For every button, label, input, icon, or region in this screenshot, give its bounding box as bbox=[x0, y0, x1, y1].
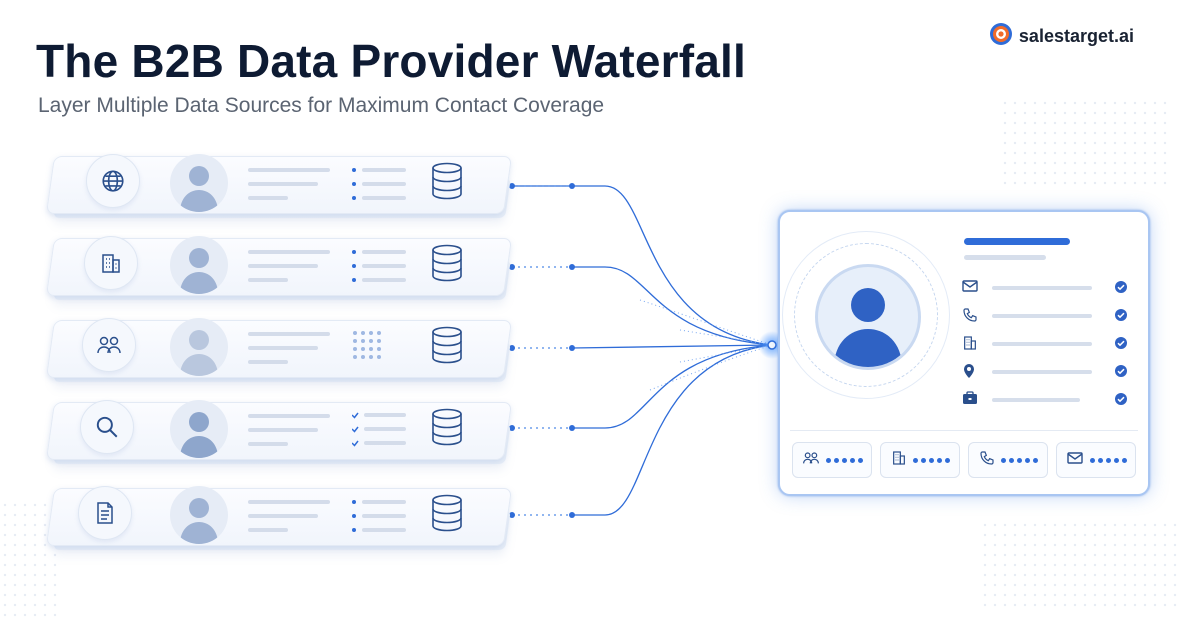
building-icon bbox=[962, 336, 978, 355]
target-logo-icon bbox=[989, 22, 1013, 51]
document-icon bbox=[78, 486, 132, 540]
field-location bbox=[962, 363, 1128, 381]
database-icon bbox=[430, 494, 464, 537]
database-icon bbox=[430, 162, 464, 205]
detail-dot-grid bbox=[352, 330, 392, 371]
data-source-layer-4[interactable] bbox=[45, 400, 513, 470]
divider bbox=[790, 430, 1138, 431]
verified-check-icon bbox=[1114, 392, 1128, 411]
masked-value bbox=[1089, 457, 1127, 463]
page-subtitle: Layer Multiple Data Sources for Maximum … bbox=[38, 94, 605, 117]
chip-phone[interactable] bbox=[968, 442, 1048, 478]
avatar-ring bbox=[794, 243, 938, 387]
data-source-layer-3[interactable] bbox=[45, 318, 513, 388]
contact-title-placeholder bbox=[964, 255, 1046, 260]
database-icon bbox=[430, 326, 464, 369]
detail-dot-list bbox=[352, 250, 408, 291]
avatar bbox=[170, 236, 228, 294]
detail-check-list bbox=[351, 412, 408, 453]
brand-name: salestarget.ai bbox=[1018, 26, 1134, 46]
masked-value bbox=[912, 457, 950, 463]
globe-icon bbox=[86, 154, 140, 208]
briefcase-icon bbox=[962, 391, 978, 409]
detail-dot-list bbox=[352, 168, 408, 209]
verified-check-icon bbox=[1114, 280, 1128, 299]
chip-company[interactable] bbox=[880, 442, 960, 478]
background-dot-pattern bbox=[1000, 98, 1170, 188]
masked-value bbox=[1000, 457, 1038, 463]
chip-contacts[interactable] bbox=[792, 442, 872, 478]
building-icon bbox=[84, 236, 138, 290]
mail-icon bbox=[962, 280, 978, 297]
avatar bbox=[170, 318, 228, 376]
verified-check-icon bbox=[1114, 308, 1128, 327]
data-source-layer-1[interactable] bbox=[45, 154, 513, 224]
chip-email[interactable] bbox=[1056, 442, 1136, 478]
data-source-layer-2[interactable] bbox=[45, 236, 513, 306]
avatar-ring bbox=[782, 231, 950, 399]
contact-name-placeholder bbox=[964, 238, 1070, 245]
detail-dot-list bbox=[352, 500, 408, 541]
database-icon bbox=[430, 244, 464, 287]
field-phone bbox=[962, 307, 1128, 325]
page-title: The B2B Data Provider Waterfall bbox=[36, 35, 747, 87]
phone-icon bbox=[962, 308, 978, 327]
field-company bbox=[962, 335, 1128, 353]
field-job bbox=[962, 391, 1128, 409]
data-source-layer-5[interactable] bbox=[45, 486, 513, 556]
location-pin-icon bbox=[962, 364, 976, 383]
brand[interactable]: salestarget.ai bbox=[989, 22, 1134, 51]
mail-icon bbox=[1066, 451, 1084, 470]
users-icon bbox=[802, 450, 820, 471]
field-email bbox=[962, 279, 1128, 297]
verified-check-icon bbox=[1114, 364, 1128, 383]
verified-check-icon bbox=[1114, 336, 1128, 355]
avatar bbox=[170, 486, 228, 544]
avatar bbox=[170, 400, 228, 458]
database-icon bbox=[430, 408, 464, 451]
avatar bbox=[170, 154, 228, 212]
users-icon bbox=[82, 318, 136, 372]
background-dot-pattern bbox=[980, 520, 1180, 610]
enriched-contact-card[interactable] bbox=[778, 210, 1150, 496]
building-icon bbox=[891, 450, 907, 471]
search-icon bbox=[80, 400, 134, 454]
contact-avatar bbox=[815, 264, 921, 370]
phone-icon bbox=[979, 450, 995, 471]
masked-value bbox=[825, 457, 863, 463]
